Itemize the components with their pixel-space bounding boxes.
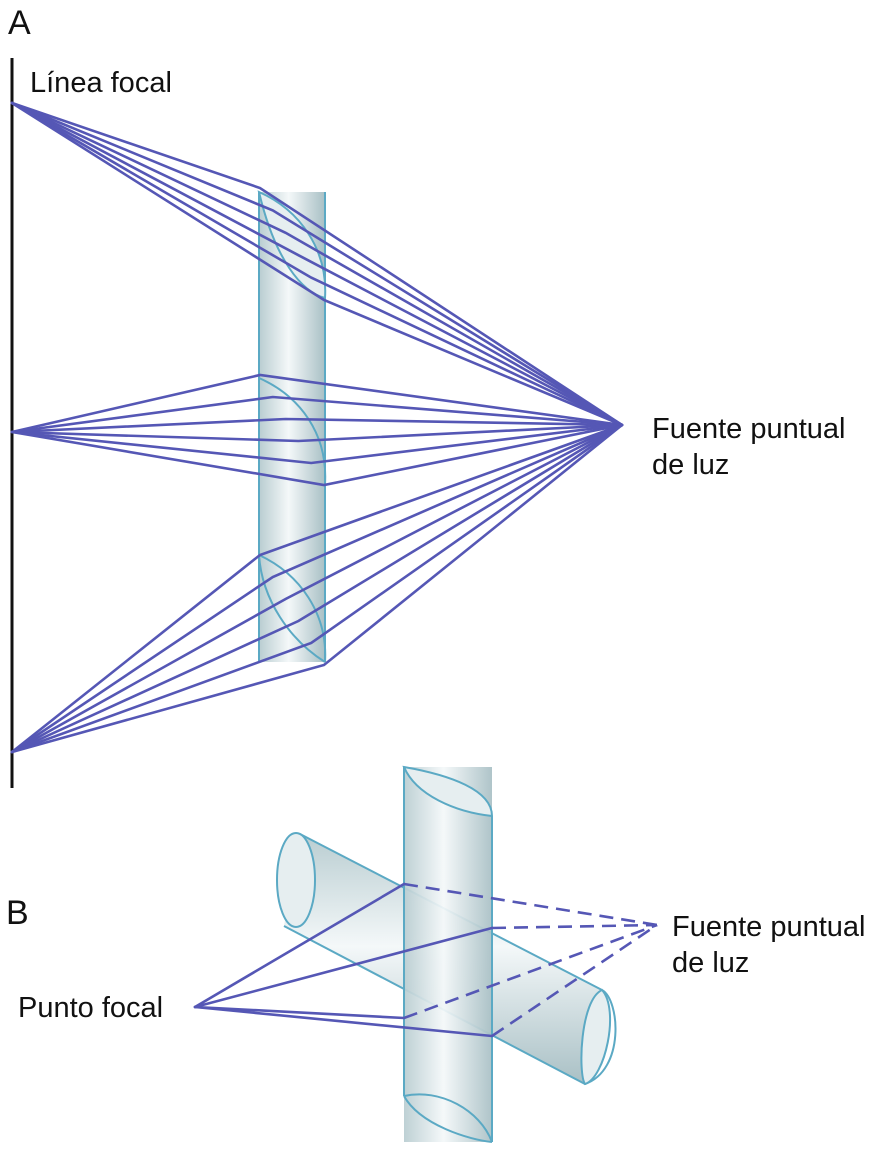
ray-a-1-5 — [10, 423, 624, 487]
panel-b-letter: B — [6, 894, 29, 932]
ray-a-0-3 — [10, 101, 624, 427]
ray-b-solid-2 — [193, 1005, 406, 1020]
ray-a-0-1 — [10, 101, 624, 427]
ray-a-1-4 — [10, 423, 624, 465]
ray-b-dashed-1 — [491, 923, 658, 930]
ray-a-2-0 — [10, 423, 624, 754]
ray-a-2-1 — [10, 423, 624, 754]
ray-a-1-1 — [10, 395, 624, 434]
ray-bundles-a — [10, 101, 624, 754]
ray-a-0-0 — [10, 101, 624, 427]
ray-a-1-2 — [10, 417, 624, 434]
panel-a: A Línea focal Fuente puntual de luz — [8, 4, 845, 788]
panel-a-letter: A — [8, 4, 31, 42]
source-label-b-line2: de luz — [672, 947, 749, 979]
ray-b-solid-1 — [193, 926, 494, 1009]
vertical-cylindrical-lens-b — [402, 765, 494, 1143]
focal-line-label: Línea focal — [30, 67, 172, 99]
cylindrical-lens-a — [257, 190, 327, 663]
ray-b-solid-0 — [193, 882, 406, 1009]
focal-point-label: Punto focal — [18, 992, 163, 1024]
ray-b-solid-3 — [193, 1005, 494, 1038]
ray-a-1-0 — [10, 373, 624, 434]
panel-b: B Punto focal Fuente puntual de luz — [6, 765, 865, 1143]
source-label-a-line1: Fuente puntual — [652, 413, 845, 445]
ray-a-2-2 — [10, 423, 624, 754]
source-label-b-line1: Fuente puntual — [672, 911, 865, 943]
ray-a-2-4 — [10, 423, 624, 754]
ray-a-0-4 — [10, 101, 624, 427]
ray-a-1-3 — [10, 423, 624, 443]
ray-a-0-2 — [10, 101, 624, 427]
ray-a-0-5 — [10, 101, 624, 427]
ray-a-2-3 — [10, 423, 624, 754]
ray-a-2-5 — [10, 423, 624, 754]
ray-bundles-b — [193, 882, 658, 1038]
ray-b-dashed-3 — [491, 923, 658, 1038]
source-label-a-line2: de luz — [652, 449, 729, 481]
ray-b-dashed-2 — [403, 923, 658, 1020]
